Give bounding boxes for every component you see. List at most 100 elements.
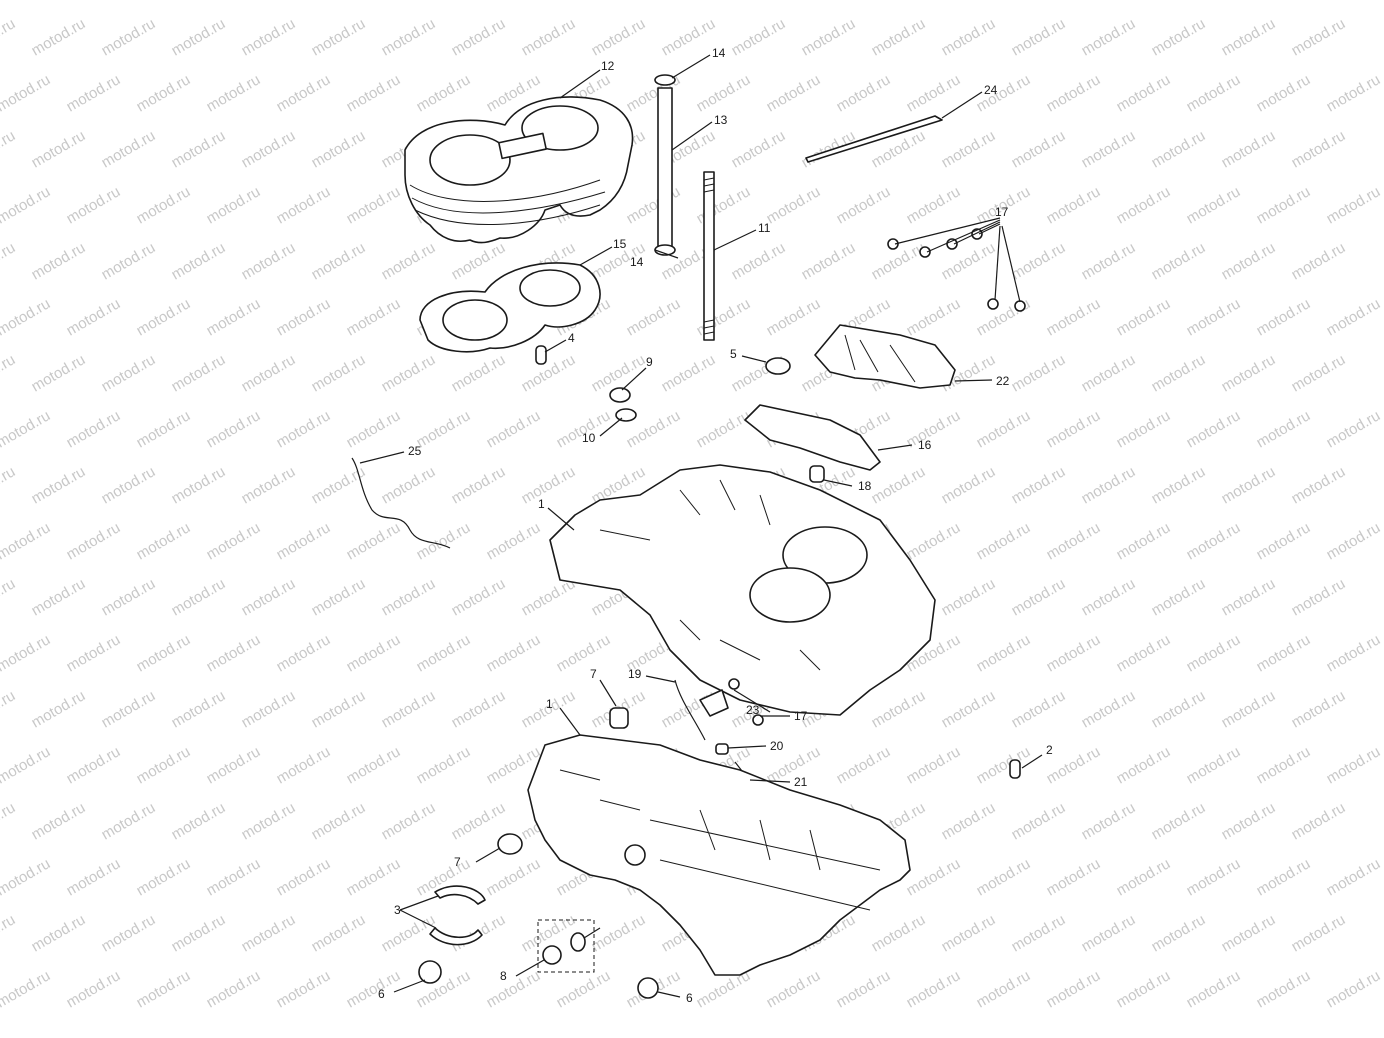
watermark-text: motod.ru bbox=[659, 15, 719, 59]
watermark-text: motod.ru bbox=[1254, 295, 1314, 339]
watermark-text: motod.ru bbox=[904, 407, 964, 451]
watermark-text: motod.ru bbox=[239, 351, 299, 395]
watermark-text: motod.ru bbox=[1079, 575, 1139, 619]
watermark-text: motod.ru bbox=[29, 351, 89, 395]
watermark-text: motod.ru bbox=[204, 0, 264, 3]
watermark-text: motod.ru bbox=[134, 631, 194, 675]
watermark-text: motod.ru bbox=[344, 631, 404, 675]
bolts-group bbox=[887, 228, 1026, 312]
watermark-text: motod.ru bbox=[1254, 855, 1314, 899]
watermark-text: motod.ru bbox=[344, 71, 404, 115]
watermark-text: motod.ru bbox=[379, 463, 439, 507]
watermark-text: motod.ru bbox=[64, 407, 124, 451]
watermark-text: motod.ru bbox=[309, 15, 369, 59]
watermark-text: motod.ru bbox=[379, 687, 439, 731]
watermark-text: motod.ru bbox=[1079, 127, 1139, 171]
watermark-text: motod.ru bbox=[0, 575, 18, 619]
watermark-text: motod.ru bbox=[169, 15, 229, 59]
watermark-text: motod.ru bbox=[869, 463, 929, 507]
plug-6-left bbox=[418, 960, 442, 984]
watermark-text: motod.ru bbox=[414, 0, 474, 3]
watermark-text: motod.ru bbox=[799, 239, 859, 283]
watermark-text: motod.ru bbox=[239, 15, 299, 59]
watermark-text: motod.ru bbox=[484, 519, 544, 563]
watermark-text: motod.ru bbox=[99, 463, 159, 507]
watermark-text: motod.ru bbox=[554, 631, 614, 675]
watermark-text: motod.ru bbox=[764, 295, 824, 339]
watermark-text: motod.ru bbox=[659, 351, 719, 395]
watermark-text: motod.ru bbox=[309, 463, 369, 507]
watermark-text: motod.ru bbox=[1184, 519, 1244, 563]
watermark-text: motod.ru bbox=[64, 295, 124, 339]
watermark-text: motod.ru bbox=[519, 463, 579, 507]
watermark-text: motod.ru bbox=[1254, 183, 1314, 227]
watermark-text: motod.ru bbox=[0, 463, 18, 507]
callout-25: 25 bbox=[408, 444, 422, 458]
watermark-text: motod.ru bbox=[904, 855, 964, 899]
callout-1-lower: 1 bbox=[546, 697, 553, 711]
watermark-text: motod.ru bbox=[1079, 15, 1139, 59]
watermark-text: motod.ru bbox=[134, 71, 194, 115]
watermark-text: motod.ru bbox=[624, 295, 684, 339]
watermark-text: motod.ru bbox=[414, 631, 474, 675]
watermark-text: motod.ru bbox=[1324, 855, 1384, 899]
callout-11: 11 bbox=[758, 221, 771, 235]
cam-chain-cover bbox=[814, 324, 956, 389]
watermark-text: motod.ru bbox=[729, 239, 789, 283]
cylinder-block bbox=[404, 96, 634, 244]
watermark-text: motod.ru bbox=[379, 15, 439, 59]
watermark-text: motod.ru bbox=[379, 239, 439, 283]
watermark-text: motod.ru bbox=[694, 71, 754, 115]
watermark-text: motod.ru bbox=[1009, 127, 1069, 171]
watermark-text: motod.ru bbox=[1219, 575, 1279, 619]
watermark-text: motod.ru bbox=[484, 855, 544, 899]
watermark-text: motod.ru bbox=[764, 967, 824, 1011]
watermark-text: motod.ru bbox=[64, 631, 124, 675]
watermark-text: motod.ru bbox=[29, 15, 89, 59]
watermark-text: motod.ru bbox=[29, 911, 89, 955]
watermark-text: motod.ru bbox=[274, 967, 334, 1011]
watermark-text: motod.ru bbox=[1149, 351, 1209, 395]
watermark-text: motod.ru bbox=[239, 127, 299, 171]
watermark-text: motod.ru bbox=[904, 967, 964, 1011]
watermark-text: motod.ru bbox=[1219, 127, 1279, 171]
watermark-text: motod.ru bbox=[1114, 0, 1174, 3]
watermark-text: motod.ru bbox=[484, 631, 544, 675]
watermark-text: motod.ru bbox=[904, 183, 964, 227]
watermark-text: motod.ru bbox=[344, 0, 404, 3]
watermark-text: motod.ru bbox=[344, 295, 404, 339]
watermark-text: motod.ru bbox=[1079, 351, 1139, 395]
watermark-text: motod.ru bbox=[414, 407, 474, 451]
watermark-text: motod.ru bbox=[134, 967, 194, 1011]
watermark-text: motod.ru bbox=[344, 519, 404, 563]
watermark-text: motod.ru bbox=[1184, 631, 1244, 675]
watermark-text: motod.ru bbox=[1114, 631, 1174, 675]
watermark-text: motod.ru bbox=[274, 407, 334, 451]
watermark-text: motod.ru bbox=[309, 127, 369, 171]
callout-12: 12 bbox=[601, 59, 615, 73]
watermark-text: motod.ru bbox=[904, 743, 964, 787]
plug-6-right bbox=[637, 977, 659, 999]
watermark-text: motod.ru bbox=[1009, 575, 1069, 619]
watermark-text: motod.ru bbox=[0, 911, 18, 955]
watermark-text: motod.ru bbox=[1044, 407, 1104, 451]
watermark-text: motod.ru bbox=[1184, 407, 1244, 451]
watermark-text: motod.ru bbox=[1254, 71, 1314, 115]
watermark-text: motod.ru bbox=[1184, 0, 1244, 3]
watermark-text: motod.ru bbox=[1289, 463, 1349, 507]
watermark-text: motod.ru bbox=[1114, 71, 1174, 115]
watermark-text: motod.ru bbox=[1009, 351, 1069, 395]
watermark-text: motod.ru bbox=[99, 575, 159, 619]
callout-16: 16 bbox=[918, 438, 932, 452]
watermark-text: motod.ru bbox=[729, 127, 789, 171]
watermark-text: motod.ru bbox=[99, 687, 159, 731]
watermark-text: motod.ru bbox=[134, 0, 194, 3]
watermark-text: motod.ru bbox=[939, 15, 999, 59]
watermark-text: motod.ru bbox=[344, 183, 404, 227]
long-stud bbox=[703, 171, 715, 341]
watermark-text: motod.ru bbox=[379, 799, 439, 843]
watermark-text: motod.ru bbox=[1184, 743, 1244, 787]
watermark-text: motod.ru bbox=[1254, 967, 1314, 1011]
watermark-text: motod.ru bbox=[1324, 407, 1384, 451]
watermark-text: motod.ru bbox=[1114, 967, 1174, 1011]
